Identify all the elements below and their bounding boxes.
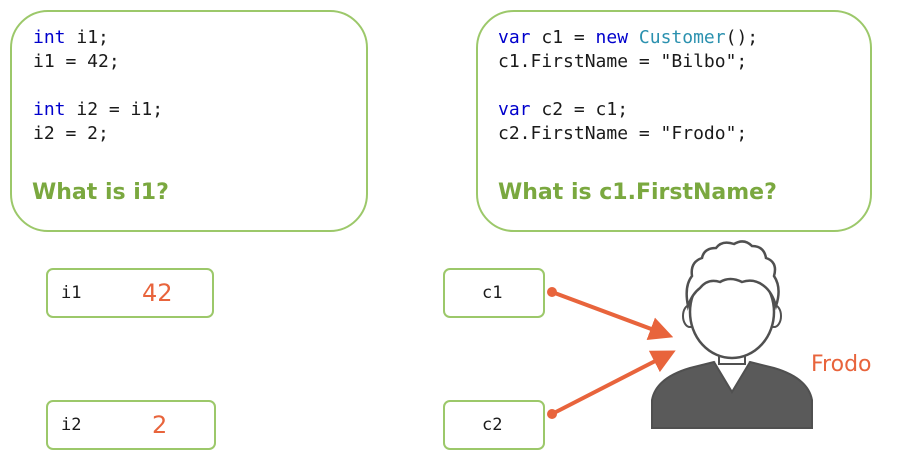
reference-box-c2: c2 (443, 400, 545, 450)
question-i1: What is i1? (32, 180, 169, 205)
code-line: i1 = 42; (33, 51, 120, 72)
variable-box-i1: i1 42 (46, 268, 214, 318)
variable-name-i1: i1 (61, 283, 82, 303)
code-line: int i1; (33, 27, 109, 48)
code-line: int i2 = i1; (33, 99, 164, 120)
reference-name-c1: c1 (482, 283, 503, 303)
arrow-line (551, 290, 674, 341)
code-line: var c2 = c1; (498, 99, 629, 120)
reference-box-c1: c1 (443, 268, 545, 318)
variable-value-i1: 42 (142, 279, 173, 307)
variable-box-i2: i2 2 (46, 400, 216, 450)
reference-arrow-c1 (547, 287, 674, 341)
code-line: var c1 = new Customer(); (498, 27, 759, 48)
value-type-code-panel: int i1;i1 = 42;​int i2 = i1;i2 = 2; What… (10, 10, 368, 232)
arrow-line (551, 350, 676, 416)
code-block-value-type: int i1;i1 = 42;​int i2 = i1;i2 = 2; (33, 26, 163, 146)
variable-name-i2: i2 (61, 415, 82, 435)
code-line: i2 = 2; (33, 123, 109, 144)
reference-name-c2: c2 (482, 415, 503, 435)
question-c1-firstname: What is c1.FirstName? (498, 180, 777, 205)
reference-arrow-c2 (547, 350, 676, 419)
code-line: c2.FirstName = "Frodo"; (498, 123, 748, 144)
variable-value-i2: 2 (152, 411, 168, 439)
person-icon (651, 240, 813, 429)
code-line: c1.FirstName = "Bilbo"; (498, 51, 748, 72)
object-label-frodo: Frodo (811, 352, 872, 377)
reference-type-code-panel: var c1 = new Customer(); c1.FirstName = "… (476, 10, 872, 232)
code-block-reference-type: var c1 = new Customer(); c1.FirstName = "… (498, 26, 758, 146)
